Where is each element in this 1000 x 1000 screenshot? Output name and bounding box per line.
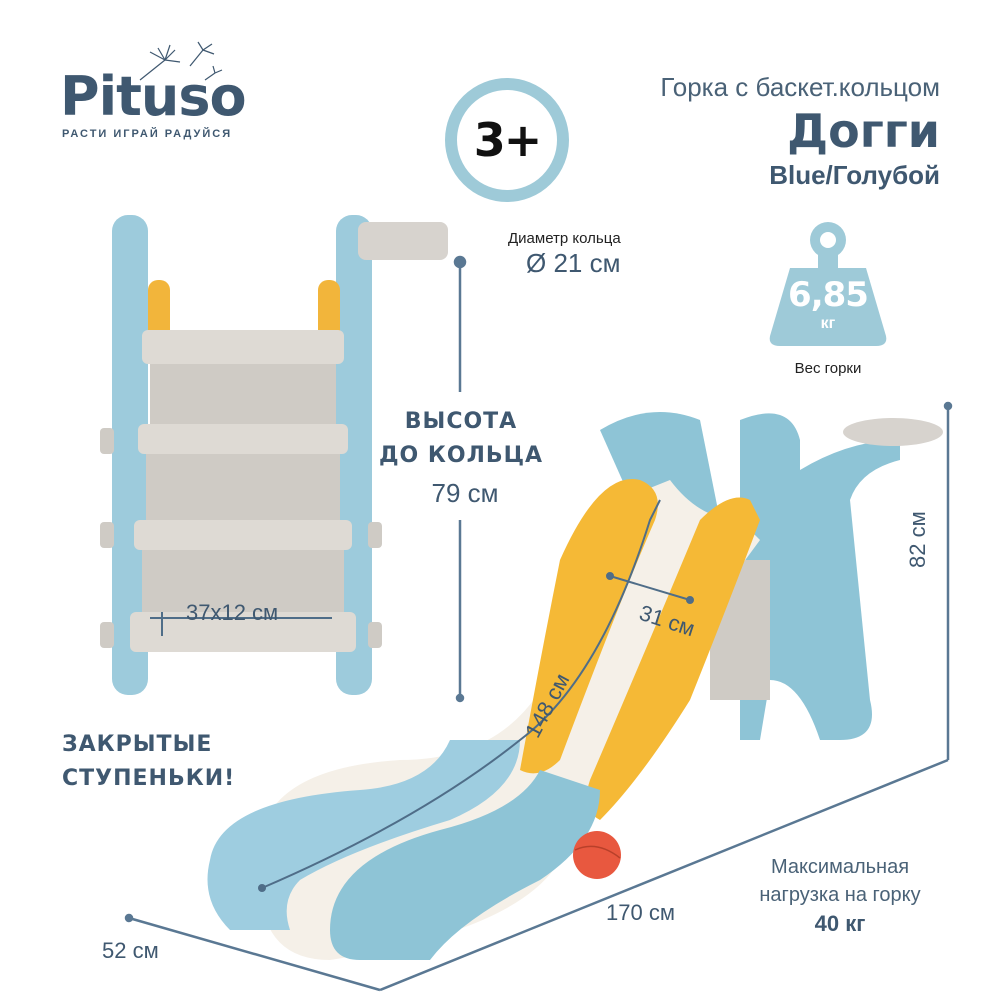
- steps-title-line1: ЗАКРЫТЫЕ: [62, 732, 213, 757]
- ball-icon: [573, 831, 621, 879]
- weight-value: 6,85: [788, 275, 869, 315]
- product-title: Догги: [787, 104, 940, 158]
- age-badge-text: 3+: [473, 113, 543, 167]
- steps-title-line2: СТУПЕНЬКИ!: [62, 766, 236, 791]
- weight-unit: кг: [820, 315, 836, 332]
- dandelion-icon: [139, 41, 223, 81]
- product-subtitle: Горка с баскет.кольцом: [660, 72, 940, 102]
- ladder-front-view: [100, 215, 448, 695]
- height-measure-line: [453, 255, 467, 703]
- height-title-line1: ВЫСОТА: [404, 409, 518, 434]
- weight-icon: [769, 222, 887, 346]
- height-to-ring-title: ВЫСОТА ДО КОЛЬЦА: [366, 405, 556, 473]
- weight-caption: Вес горки: [794, 360, 862, 377]
- slide-measure-lines: [258, 499, 694, 892]
- brand-tagline: РАСТИ ИГРАЙ РАДУЙСЯ: [62, 128, 233, 140]
- height-title-line2: ДО КОЛЬЦА: [378, 443, 544, 468]
- height-dimension: 82 см: [905, 511, 930, 568]
- depth-dimension: 52 см: [102, 938, 159, 963]
- ring-diameter-label: Диаметр кольца: [508, 230, 621, 247]
- step-dimension: 37x12 см: [186, 600, 279, 625]
- height-to-ring-value: 79 см: [431, 478, 499, 508]
- max-load-label: Максимальная нагрузка на горку: [720, 853, 960, 909]
- max-load-value: 40 кг: [814, 911, 866, 936]
- dimension-lines: [124, 401, 953, 992]
- length-dimension: 170 см: [606, 900, 675, 925]
- age-badge: 3+: [445, 78, 569, 202]
- ring-diameter-value: Ø 21 см: [526, 248, 621, 278]
- brand-logo: Pituso: [60, 65, 247, 128]
- closed-steps-title: ЗАКРЫТЫЕ СТУПЕНЬКИ!: [62, 728, 235, 796]
- max-load-line2: нагрузка на горку: [759, 884, 921, 906]
- product-color: Blue/Голубой: [769, 160, 940, 190]
- slide-side-view: [207, 412, 943, 960]
- max-load-line1: Максимальная: [770, 856, 910, 878]
